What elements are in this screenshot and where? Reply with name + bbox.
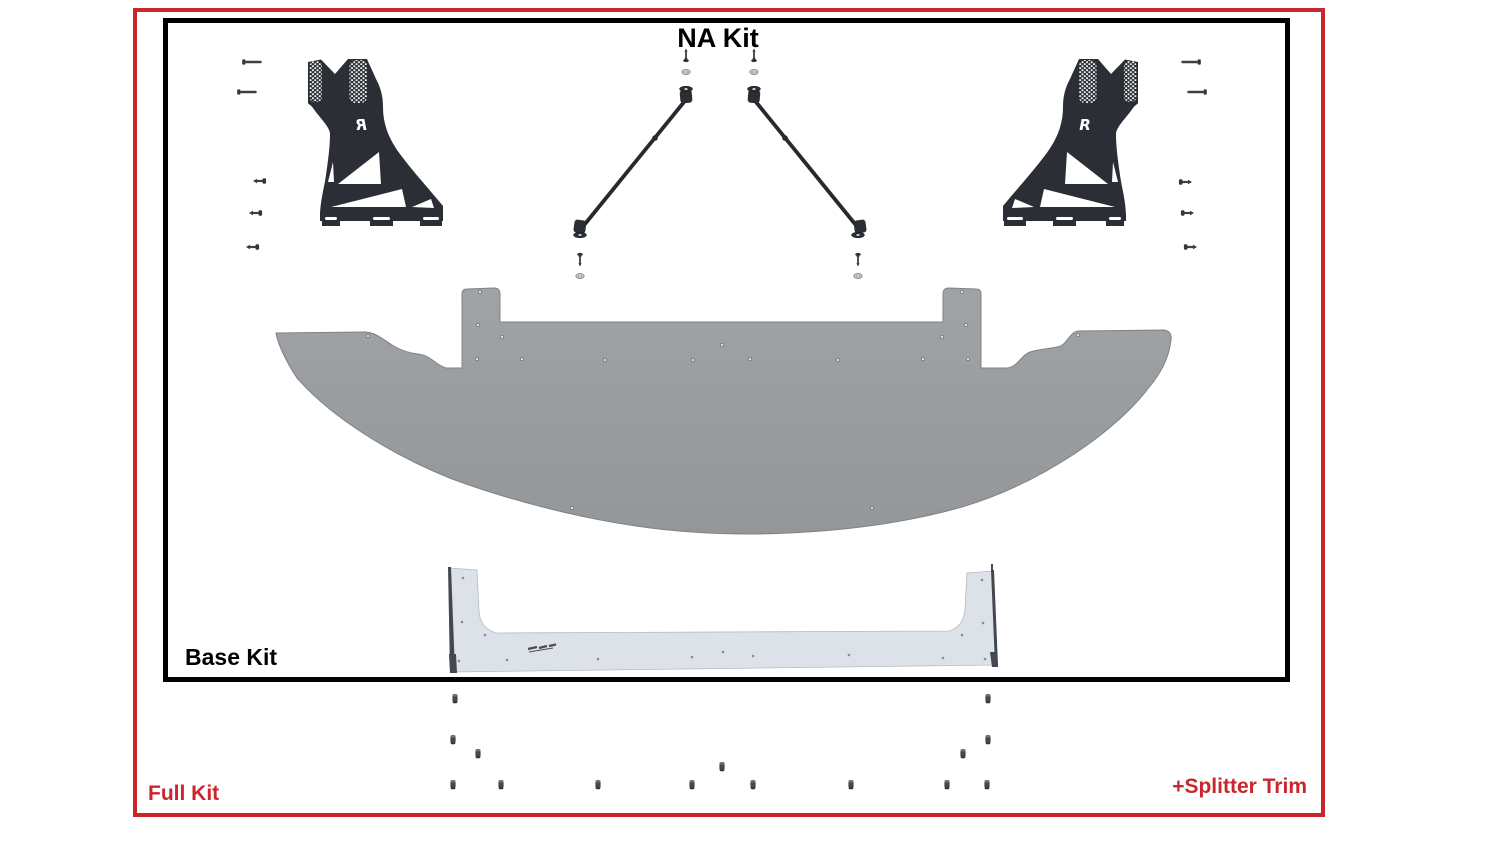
full-kit-boundary: [133, 8, 1325, 817]
full-kit-label: Full Kit: [148, 782, 220, 805]
splitter-trim-label: +Splitter Trim: [1172, 775, 1307, 798]
na-kit-title: NA Kit: [677, 23, 759, 53]
base-kit-boundary: [163, 18, 1290, 682]
base-kit-label: Base Kit: [185, 644, 278, 670]
